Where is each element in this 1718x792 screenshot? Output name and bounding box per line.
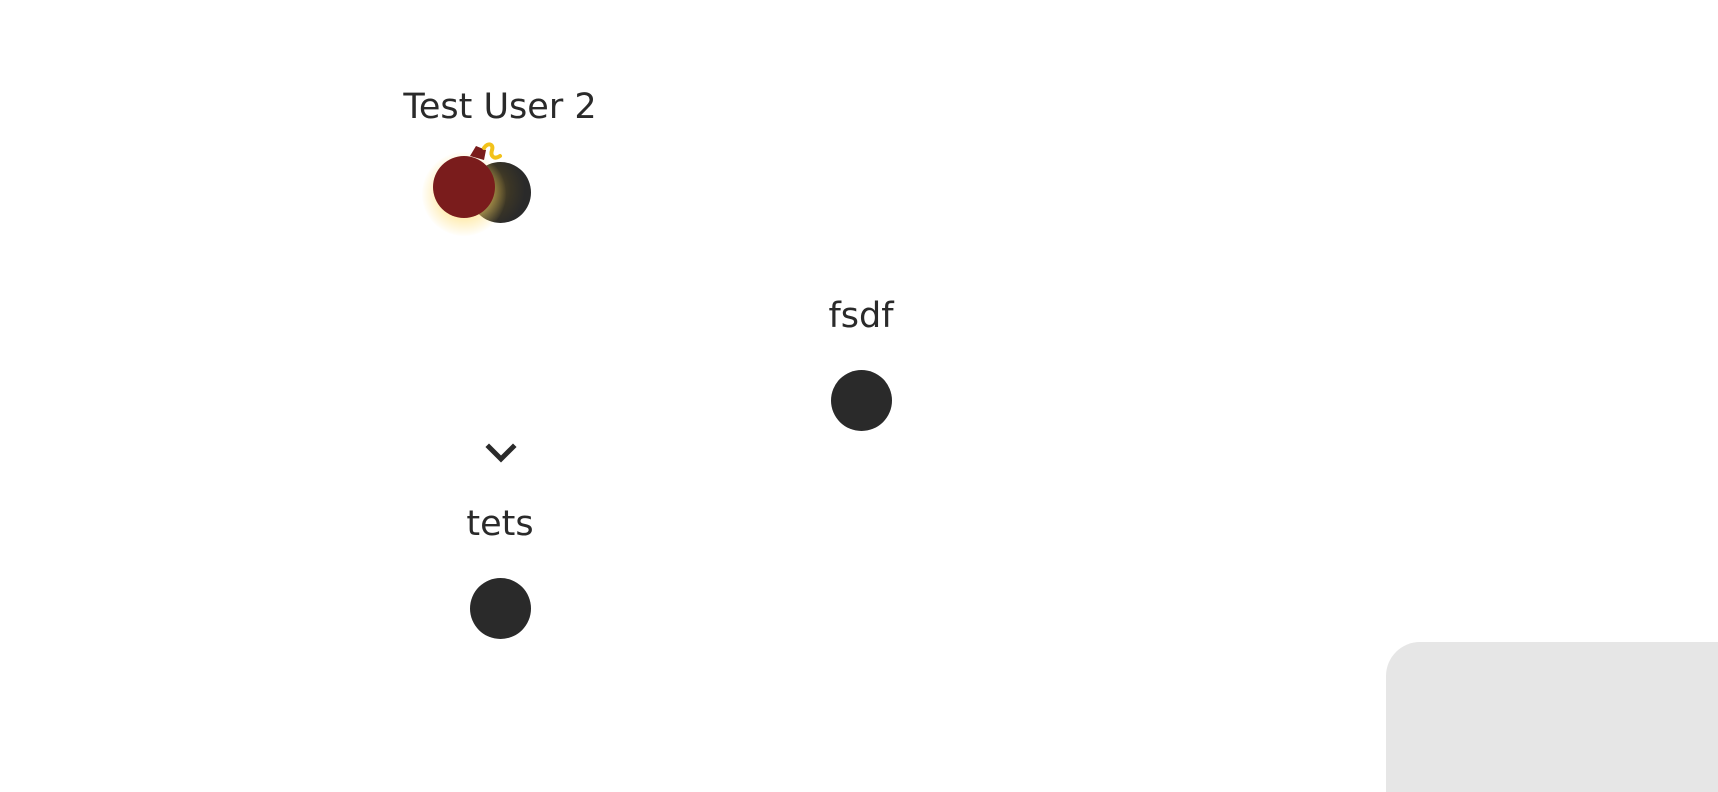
player-name-tets: tets	[466, 504, 534, 544]
chevron-down-icon	[485, 443, 517, 463]
bottom-right-panel	[1386, 642, 1718, 792]
player-avatar-tets	[470, 578, 531, 639]
player-avatar-fsdf	[831, 370, 892, 431]
bomb-icon	[418, 138, 518, 238]
player-name-test-user-2: Test User 2	[403, 87, 597, 127]
player-name-fsdf: fsdf	[828, 296, 894, 336]
